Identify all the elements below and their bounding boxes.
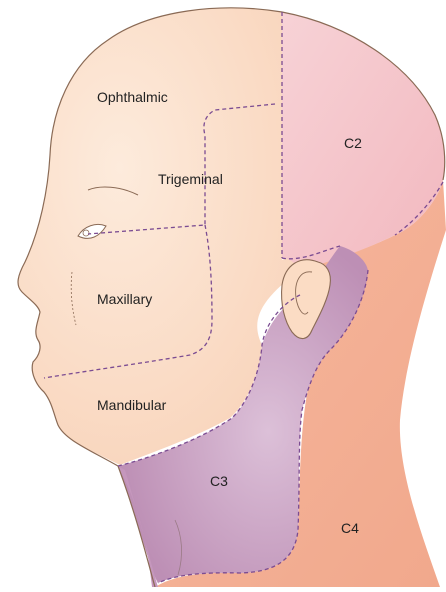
label-mandibular: Mandibular	[97, 397, 167, 413]
label-c2: C2	[344, 135, 362, 151]
label-trigeminal: Trigeminal	[158, 171, 223, 187]
label-ophthalmic: Ophthalmic	[97, 89, 168, 105]
label-c4: C4	[341, 520, 359, 536]
label-c3: C3	[210, 473, 228, 489]
label-maxillary: Maxillary	[97, 291, 152, 307]
